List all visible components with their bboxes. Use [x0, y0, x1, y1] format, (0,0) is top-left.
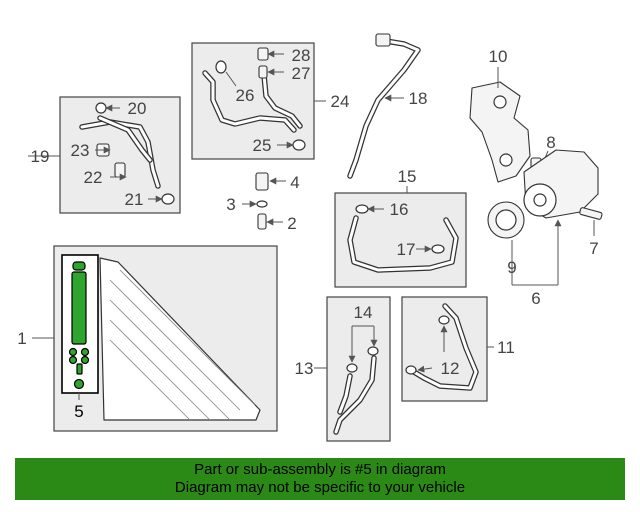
- callout-23: 23: [71, 141, 90, 160]
- o-ring-14a: [346, 363, 358, 373]
- hose-assembly-19-box: [59, 96, 181, 214]
- o-ring-21: [161, 193, 175, 205]
- callout-27: 27: [292, 64, 311, 83]
- condenser-core-1: [99, 257, 261, 421]
- callout-25: 25: [253, 136, 272, 155]
- o-ring-3: [256, 200, 268, 208]
- valve-core-4: [255, 172, 269, 191]
- o-ring-12b: [405, 365, 417, 375]
- callout-8: 8: [546, 133, 555, 152]
- callout-24: 24: [331, 92, 350, 111]
- hose-assembly-13-group: [314, 296, 391, 442]
- callout-11: 11: [497, 338, 515, 357]
- hose-assembly-13-box: [326, 296, 391, 442]
- o-ring-12a: [438, 315, 450, 325]
- callout-7: 7: [589, 239, 598, 258]
- callout-22: 22: [84, 168, 103, 187]
- small-parts-group: [242, 172, 286, 230]
- callout-18: 18: [409, 89, 428, 108]
- o-ring-26: [215, 60, 227, 74]
- info-banner: Part or sub-assembly is #5 in diagram Di…: [15, 458, 625, 500]
- banner-line-2: Diagram may not be specific to your vehi…: [174, 479, 466, 496]
- callout-17: 17: [397, 240, 416, 259]
- o-ring-16: [355, 204, 369, 214]
- callout-20: 20: [128, 99, 147, 118]
- o-ring-25: [292, 139, 306, 151]
- drier-cap-5: [73, 378, 85, 390]
- callout-26: 26: [236, 86, 255, 105]
- callout-13: 13: [295, 359, 314, 378]
- bolt-7: [579, 207, 603, 220]
- hose-assembly-24-group: [191, 42, 326, 160]
- banner-line-1: Part or sub-assembly is #5 in diagram: [194, 461, 446, 478]
- compressor-bracket-10: [469, 81, 531, 183]
- callout-labels: 1 2 3 4 5 6 7 8 9 10 11 12 13 14 15 16 1…: [17, 46, 598, 421]
- callout-6: 6: [531, 289, 540, 308]
- drier-cartridge-5: [71, 271, 87, 345]
- cap-28: [257, 47, 269, 61]
- o-ring-17: [431, 244, 445, 254]
- hose-assembly-15-group: [334, 186, 467, 288]
- drier-kit-5-group: [61, 254, 99, 400]
- hose-assembly-19-group: [28, 96, 181, 214]
- callout-4: 4: [290, 173, 299, 192]
- o-ring-14b: [367, 346, 379, 356]
- compressor-group: [487, 149, 603, 286]
- callout-14: 14: [354, 303, 373, 322]
- callout-2: 2: [287, 214, 296, 233]
- hose-assembly-11-group: [401, 296, 494, 402]
- callout-3: 3: [226, 195, 235, 214]
- valve-27: [258, 65, 268, 79]
- pipe-18-group: [347, 33, 421, 179]
- callout-19: 19: [31, 147, 50, 166]
- callout-1: 1: [17, 329, 26, 348]
- cap-2: [257, 213, 267, 230]
- callout-28: 28: [292, 46, 311, 65]
- callout-9: 9: [507, 258, 516, 277]
- fitting-18: [375, 33, 391, 47]
- callout-12: 12: [441, 359, 460, 378]
- callout-21: 21: [125, 190, 144, 209]
- callout-10: 10: [489, 47, 508, 66]
- valve-22: [114, 162, 126, 178]
- callout-15: 15: [398, 167, 417, 186]
- callout-16: 16: [390, 200, 409, 219]
- callout-5: 5: [74, 402, 83, 421]
- o-ring-20: [95, 102, 107, 114]
